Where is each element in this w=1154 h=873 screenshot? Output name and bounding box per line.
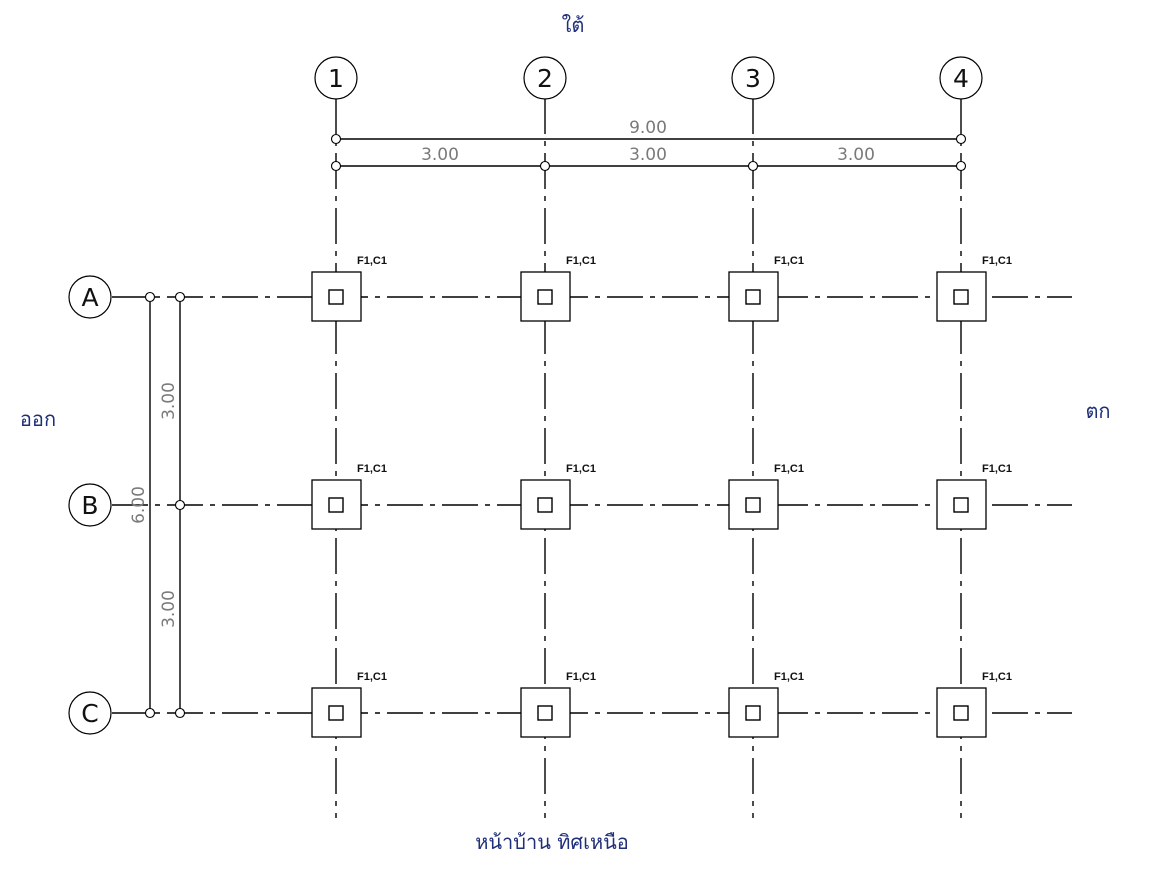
footing-tag: F1,C1 <box>774 255 804 267</box>
footing-B2: F1,C1 <box>520 463 596 530</box>
column-square <box>953 497 969 513</box>
grid-lines <box>112 98 1072 818</box>
column-square <box>328 497 344 513</box>
dim-label-span-horizontal: 3.00 <box>629 145 667 165</box>
column-square <box>953 705 969 721</box>
dim-label-overall-horizontal: 9.00 <box>629 118 667 138</box>
grid-bubble-row-B: B <box>68 483 112 527</box>
grid-bubble-circle <box>731 56 775 100</box>
column-square <box>953 289 969 305</box>
footing-B1: F1,C1 <box>311 463 387 530</box>
column-square <box>328 705 344 721</box>
footing-tag: F1,C1 <box>774 463 804 475</box>
footing-B3: F1,C1 <box>728 463 804 530</box>
direction-right-label: ตก <box>1085 399 1110 423</box>
grid-bubble-circle <box>523 56 567 100</box>
dim-label-span-horizontal: 3.00 <box>421 145 459 165</box>
footing-A4: F1,C1 <box>936 255 1012 322</box>
grid-bubble-col-3: 3 <box>731 56 775 100</box>
footing-tag: F1,C1 <box>566 255 596 267</box>
grid-bubble-label: 2 <box>537 64 553 93</box>
footing-B4: F1,C1 <box>936 463 1012 530</box>
footing-tag: F1,C1 <box>357 463 387 475</box>
footing-tag: F1,C1 <box>982 463 1012 475</box>
grid-bubble-label: 1 <box>328 64 344 93</box>
direction-top-label: ใต้ <box>562 13 585 37</box>
footing-C3: F1,C1 <box>728 671 804 738</box>
dimension-lines <box>144 133 967 719</box>
dimension-tick <box>144 291 156 303</box>
dimension-tick <box>539 160 551 172</box>
dimension-tick <box>174 707 186 719</box>
footing-A2: F1,C1 <box>520 255 596 322</box>
footing-tag: F1,C1 <box>982 255 1012 267</box>
grid-bubble-label: 4 <box>953 64 969 93</box>
column-square <box>745 497 761 513</box>
grid-bubbles: 1 2 3 4A B C <box>68 56 983 735</box>
grid-bubble-row-C: C <box>68 691 112 735</box>
direction-left-label: ออก <box>20 407 56 431</box>
footing-A1: F1,C1 <box>311 255 387 322</box>
footing-tag: F1,C1 <box>774 671 804 683</box>
footing-tag: F1,C1 <box>357 255 387 267</box>
grid-bubble-circle <box>68 275 112 319</box>
grid-bubble-circle <box>68 691 112 735</box>
dimension-tick <box>144 707 156 719</box>
grid-bubble-label: A <box>81 283 98 312</box>
dimension-tick <box>174 499 186 511</box>
grid-bubble-label: B <box>81 491 98 520</box>
grid-bubble-row-A: A <box>68 275 112 319</box>
dimension-tick <box>747 160 759 172</box>
grid-bubble-col-1: 1 <box>314 56 358 100</box>
grid-bubble-label: C <box>81 699 98 728</box>
footing-tag: F1,C1 <box>982 671 1012 683</box>
footing-tag: F1,C1 <box>566 671 596 683</box>
column-square <box>537 705 553 721</box>
dimension-tick <box>955 160 967 172</box>
dimension-labels: 9.00 3.00 3.00 3.00 6.00 3.00 3.00 <box>129 118 875 628</box>
grid-bubble-circle <box>314 56 358 100</box>
dim-label-span-horizontal: 3.00 <box>837 145 875 165</box>
dimension-tick <box>174 291 186 303</box>
direction-bottom-label: หน้าบ้าน ทิศเหนือ <box>475 830 629 854</box>
column-square <box>745 705 761 721</box>
dimension-tick <box>955 133 967 145</box>
footing-C2: F1,C1 <box>520 671 596 738</box>
dimension-tick <box>330 160 342 172</box>
grid-bubble-circle <box>68 483 112 527</box>
dim-label-span-vertical: 3.00 <box>159 590 179 628</box>
footing-C4: F1,C1 <box>936 671 1012 738</box>
dim-label-span-vertical: 3.00 <box>159 382 179 420</box>
dim-label-overall-vertical: 6.00 <box>129 486 149 524</box>
column-square <box>537 497 553 513</box>
footing-tag: F1,C1 <box>566 463 596 475</box>
grid-bubble-col-4: 4 <box>939 56 983 100</box>
grid-bubble-col-2: 2 <box>523 56 567 100</box>
column-square <box>745 289 761 305</box>
column-square <box>537 289 553 305</box>
column-square <box>328 289 344 305</box>
dimension-tick <box>330 133 342 145</box>
footing-outline <box>936 271 987 322</box>
footing-A3: F1,C1 <box>728 255 804 322</box>
grid-bubble-label: 3 <box>745 64 761 93</box>
grid-bubble-circle <box>939 56 983 100</box>
footing-tag: F1,C1 <box>357 671 387 683</box>
footing-C1: F1,C1 <box>311 671 387 738</box>
